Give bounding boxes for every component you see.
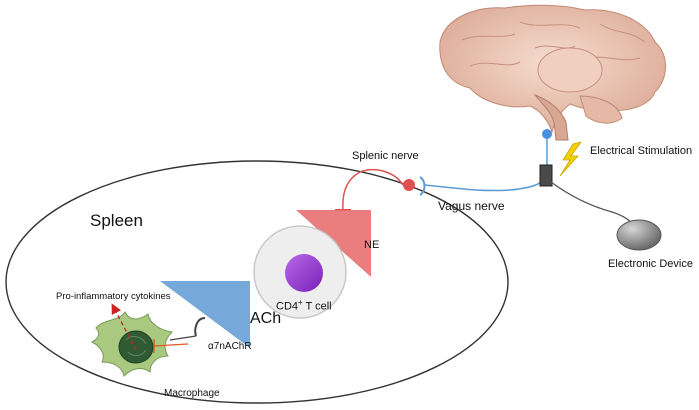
alpha7nachr-receptor — [194, 317, 206, 337]
splenic-nerve-label: Splenic nerve — [352, 150, 419, 162]
inhibition-line — [153, 343, 189, 347]
t-cell-nucleus — [285, 254, 323, 292]
macrophage-label: Macrophage — [164, 388, 220, 399]
lightning-bolt-icon — [559, 141, 582, 177]
alpha7nachr-label: α7nAChR — [208, 341, 252, 352]
device-wire — [550, 181, 637, 229]
vagus-synapse-terminal — [419, 176, 426, 196]
electronic-device-label: Electronic Device — [608, 258, 693, 270]
spleen-label: Spleen — [90, 211, 143, 230]
vagus-nerve-line — [424, 133, 548, 192]
ach-triangle — [160, 281, 250, 348]
brain-illustration — [439, 4, 666, 141]
ach-label: ACh — [250, 310, 282, 327]
electronic-device — [616, 219, 662, 251]
brainstem-node — [542, 129, 552, 139]
splenic-nerve-line — [342, 168, 404, 211]
pro-inflammatory-cytokines-label: Pro-inflammatory cytokines — [56, 291, 171, 302]
vagus-nerve-label: Vagus nerve — [438, 199, 505, 213]
splenic-nerve-ganglion — [403, 179, 415, 191]
cd4-t-cell-label: CD4+ T cell — [276, 299, 332, 313]
cd4-superscript: + — [298, 298, 303, 307]
receptor-stalk — [169, 335, 197, 341]
cytokine-arrow — [111, 303, 137, 351]
electrical-stimulation-label: Electrical Stimulation — [590, 145, 693, 157]
cd4-suffix: T cell — [302, 300, 332, 313]
spleen-outline — [5, 160, 509, 404]
ne-label: NE — [364, 239, 380, 251]
macrophage-cell — [90, 311, 174, 378]
electrode-cuff — [539, 164, 553, 187]
cd4-prefix: CD4 — [276, 300, 299, 313]
